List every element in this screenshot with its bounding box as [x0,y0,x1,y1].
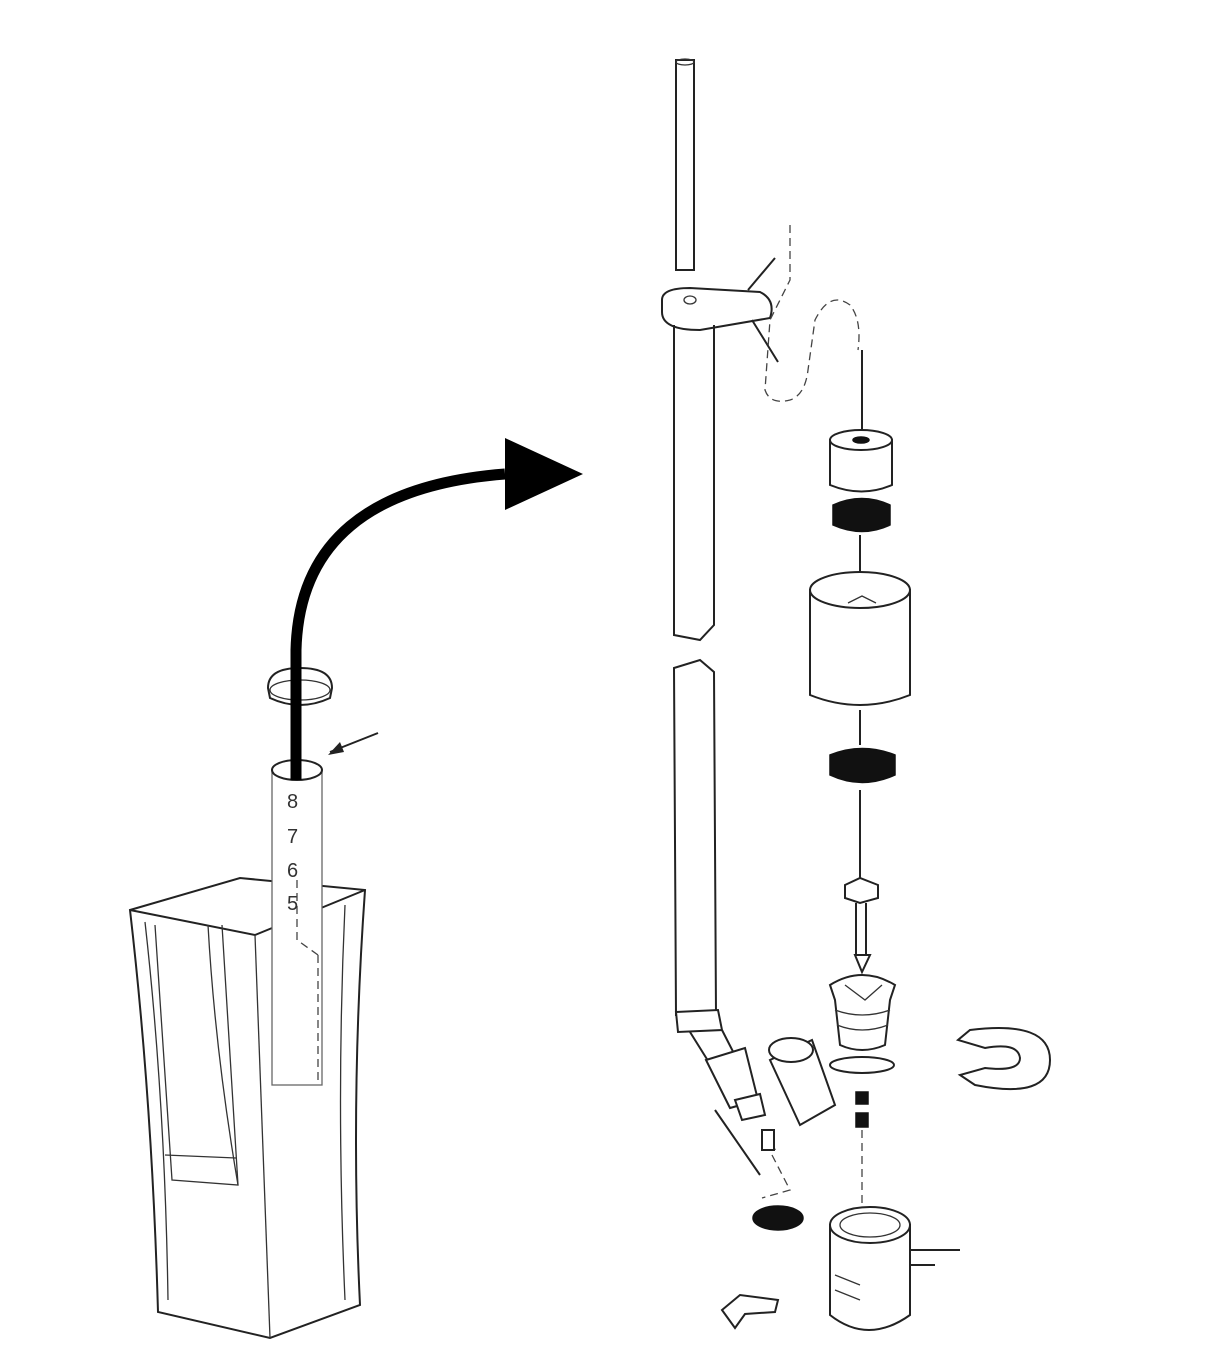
pointer-arrow-head [328,742,344,755]
level-mark-6: 6 [287,860,298,882]
level-mark-7: 7 [287,826,298,848]
level-mark-5: 5 [287,893,298,915]
brine-tube-assembly [661,58,837,1330]
float-assembly [809,350,1052,1331]
brine-well-tube: 8 7 6 5 [271,759,323,1086]
transition-arrow [290,438,583,780]
dashed-path-guide [764,225,860,402]
water-cabinet [128,876,367,1340]
level-mark-8: 8 [287,791,298,813]
